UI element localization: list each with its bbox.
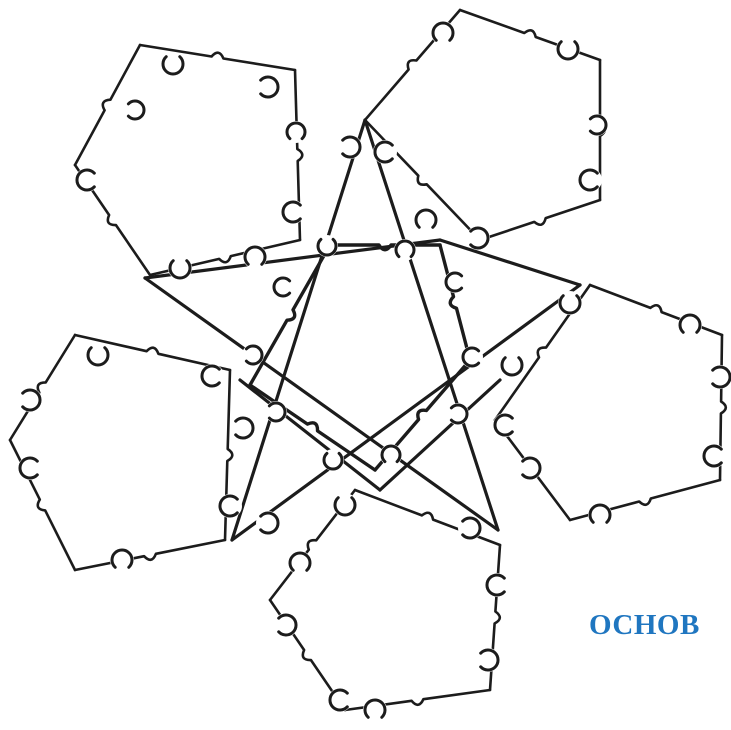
outer-piece-top-right-knob-4-fill [578,168,602,192]
outer-piece-bottom-knob-2-fill [458,516,482,540]
outer-piece-top-left-knob-7-fill [75,168,99,192]
outer-piece-top-right-knob-5 [466,226,490,250]
outer-piece-left-knob-5 [110,548,134,572]
central-star-line-4 [145,278,498,530]
outer-piece-right-knob-5-fill [588,503,612,527]
outer-piece-right-knob-1 [558,291,582,315]
inner-pentagon-knob-1 [316,235,338,257]
inner-pentagon-knob-6 [380,444,402,466]
outer-piece-right-knob-7-fill [493,413,517,437]
outer-piece-top-left-knob-2-fill [256,75,280,99]
outer-piece-left-knob-7 [18,388,42,412]
outer-piece-top-right-knob-2 [556,37,580,61]
outer-piece-top-left-knob-8 [124,99,146,121]
outer-piece-top-right-knob-5-fill [466,226,490,250]
outer-piece-left-knob-3 [231,416,255,440]
outer-piece-bottom-knob-5-fill [363,698,387,722]
outer-piece-left-knob-7-fill [18,388,42,412]
outer-piece-left-knob-4 [218,494,242,518]
outer-piece-top-right-knob-8 [338,135,362,159]
outer-piece-top-right-knob-6-fill [414,208,438,232]
inner-pentagon-knob-9 [242,344,264,366]
outer-piece-top-left-knob-4 [281,200,305,224]
outer-piece-top-left-knob-5-fill [243,245,267,269]
outer-piece-right-edge-1 [590,285,722,335]
outer-piece-bottom-knob-3 [485,573,509,597]
outer-piece-left-knob-2 [200,364,224,388]
outer-piece-right-knob-6 [518,456,542,480]
outer-piece-right-knob-4 [702,444,726,468]
outer-piece-top-left-knob-7 [75,168,99,192]
central-star-line-1 [365,120,498,530]
outer-piece-left-knob-3-fill [231,416,255,440]
inner-pentagon-edge-2 [440,245,470,360]
outer-piece-bottom-knob-1 [333,493,357,517]
outer-piece-top-left-knob-6 [168,256,192,280]
outer-piece-right-knob-5 [588,503,612,527]
outer-piece-top-left-knob-3 [285,121,307,143]
inner-pentagon-knob-10 [272,276,294,298]
inner-pentagon-knob-8 [265,401,287,423]
outer-piece-left [10,335,232,570]
outer-piece-top-left-knob-2 [256,75,280,99]
inner-pentagon-knob-3 [444,271,466,293]
outer-piece-left-knob-6-fill [18,456,42,480]
outer-piece-right-knob-8 [500,353,524,377]
outer-piece-top-left-knob-4-fill [281,200,305,224]
outer-piece-top-right-knob-6 [414,208,438,232]
central-star [145,120,580,540]
outer-piece-bottom-knob-8-fill [288,551,312,575]
outer-piece-top-left-knob-6-fill [168,256,192,280]
outer-piece-top-right-edge-3 [480,200,600,240]
outer-piece-top-left-knob-1-fill [161,52,185,76]
outer-piece-left-knob-1-fill [86,343,110,367]
inner-pentagon-knob-4 [461,346,483,368]
outer-piece-right-knob-4-fill [702,444,726,468]
outer-piece-right-knob-2-fill [678,313,702,337]
outer-piece-right-knob-6-fill [518,456,542,480]
outer-piece-top-right-knob-1 [431,21,455,45]
outer-piece-bottom-knob-3-fill [485,573,509,597]
outer-piece-top-right-knob-7 [373,140,397,164]
outer-piece-bottom-knob-2 [458,516,482,540]
outer-piece-right-knob-1-fill [558,291,582,315]
outer-piece-top-right-knob-3 [586,114,608,136]
outer-piece-top-right-knob-1-fill [431,21,455,45]
outer-piece-bottom-knob-7-fill [274,613,298,637]
outer-piece-bottom-knob-7 [274,613,298,637]
outer-piece-top-right-knob-4 [578,168,602,192]
outer-piece-left-knob-2-fill [200,364,224,388]
outer-piece-top-left-knob-5 [243,245,267,269]
outer-piece-left-knob-4-fill [218,494,242,518]
outer-piece-bottom-knob-4 [476,648,500,672]
outer-piece-top-right-knob-7-fill [373,140,397,164]
partial-caption: ОСНОВ [589,611,700,640]
inner-pentagon-knob-5 [447,403,469,425]
outer-piece-top-right-knob-8-fill [338,135,362,159]
outer-piece-top-right-knob-2-fill [556,37,580,61]
outer-piece-bottom-knob-8 [288,551,312,575]
outer-piece-top-left-knob-1 [161,52,185,76]
outer-piece-left-knob-5-fill [110,548,134,572]
inner-pentagon-knob-2 [394,239,416,261]
outer-piece-right-knob-7 [493,413,517,437]
outer-piece-left-edge-3 [75,540,225,570]
outer-piece-bottom-knob-6 [328,688,352,712]
outer-piece-bottom-knob-1-fill [333,493,357,517]
outer-piece-right-knob-8-fill [500,353,524,377]
outer-piece-bottom-knob-4-fill [476,648,500,672]
outer-piece-bottom-knob-5 [363,698,387,722]
outer-piece-right-knob-3 [708,365,731,389]
outer-piece-left-knob-1 [86,343,110,367]
outer-piece-left-knob-6 [18,456,42,480]
outer-piece-bottom-knob-6-fill [328,688,352,712]
outer-piece-left-edge-5 [10,335,75,440]
outer-piece-right-knob-2 [678,313,702,337]
outer-piece-left-knob-8 [256,511,280,535]
inner-pentagon-knob-7 [322,449,344,471]
outer-piece-left-edge-4 [10,440,75,570]
outer-piece-left-knob-8-fill [256,511,280,535]
